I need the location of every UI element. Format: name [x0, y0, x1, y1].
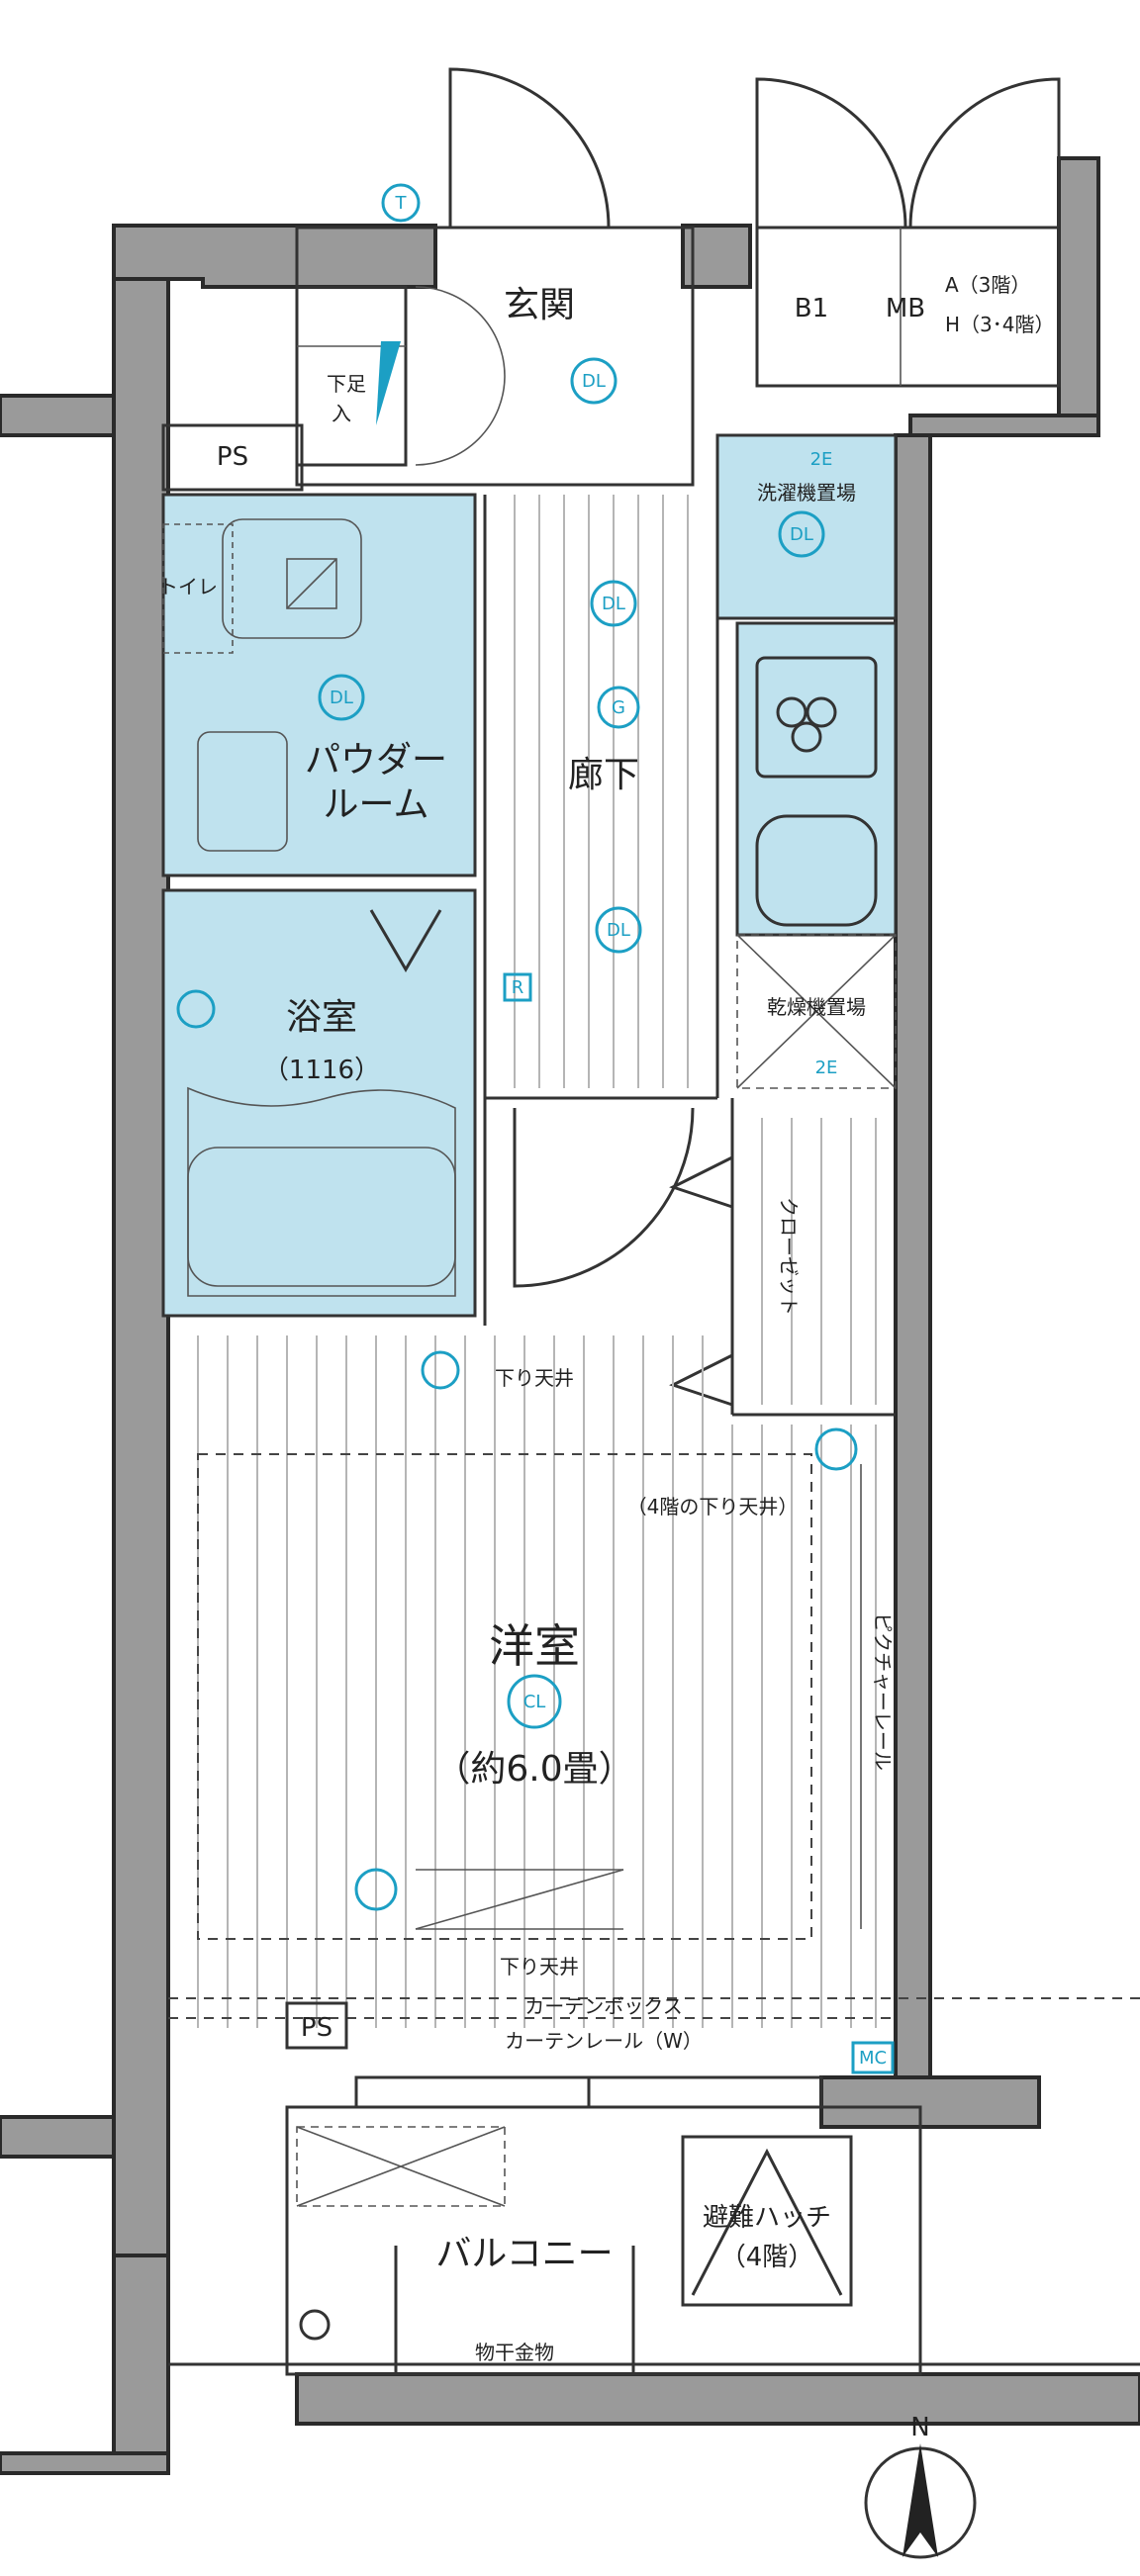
- extension-letter-washer: 2E: [810, 449, 833, 470]
- meter-b1-label: B1: [795, 294, 828, 323]
- entrance-area: [295, 67, 1061, 487]
- bath-label: 浴室: [286, 997, 357, 1038]
- curtain-rail-label: カーテンレール（W）: [505, 2029, 703, 2053]
- meter-mb-label: MB: [886, 294, 925, 323]
- downlight-symbol-entrance: [570, 357, 618, 405]
- downlight-symbol-powder: [318, 674, 365, 721]
- balcony-label: バルコニー: [435, 2234, 613, 2274]
- compass-icon: N: [864, 2413, 977, 2559]
- downlight-letter-washer: DL: [790, 524, 813, 545]
- downlight-letter-corridor-2: DL: [607, 920, 630, 941]
- closet-floor: [761, 1118, 877, 1405]
- equipment-symbols: [176, 183, 895, 2074]
- western-room-label: 洋室: [489, 1619, 580, 1673]
- compass-north-label: N: [910, 2413, 929, 2442]
- ps-bottom-label: PS: [301, 2013, 332, 2043]
- powder-room-label-1: パウダー: [305, 740, 447, 781]
- washer-label: 洗濯機置場: [757, 481, 856, 505]
- shoes-label-1: 下足: [327, 372, 366, 396]
- downlight-symbol-washer: [778, 510, 825, 558]
- corridor-label: 廊下: [568, 755, 639, 795]
- wet-areas: [161, 423, 898, 1318]
- closet-label: クローゼット: [777, 1197, 801, 1316]
- powder-room-label-2: ルーム: [324, 784, 429, 825]
- corridor-walls: [483, 435, 896, 1417]
- genkan-label: 玄関: [504, 285, 575, 325]
- shoes-label-2: 入: [332, 402, 351, 425]
- lower-ceiling-label-2: 下り天井: [500, 1955, 579, 1978]
- toilet-label: トイレ: [158, 575, 218, 598]
- lower-ceiling-4f-label: （4階の下り天井）: [627, 1495, 799, 1518]
- downlight-letter-corridor-1: DL: [602, 594, 625, 614]
- meter-h-label: H（3･4階）: [945, 313, 1055, 336]
- mc-letter: MC: [859, 2048, 887, 2069]
- downlight-symbol-corridor-2: [595, 906, 642, 954]
- telephone-symbol-western: [421, 1350, 460, 1390]
- hatch-label-2: （4階）: [720, 2243, 814, 2272]
- downlight-symbol-corridor-1: [590, 580, 637, 627]
- downlight-letter-entrance: DL: [582, 371, 606, 392]
- corridor-floor: [514, 495, 689, 1088]
- ceiling-light-letter-western: CL: [523, 1692, 546, 1712]
- curtain-box-label: カーテンボックス: [524, 1994, 682, 2018]
- western-room-floor: [197, 1335, 877, 2028]
- outlet-symbol-western: [354, 1868, 398, 1911]
- balcony-area: [168, 2105, 1140, 2376]
- extension-letter-dryer: 2E: [815, 1058, 838, 1078]
- remote-symbol: [503, 972, 532, 1002]
- dryer-label: 乾燥機置場: [767, 995, 866, 1019]
- telephone-letter-entrance: T: [395, 193, 408, 214]
- lower-ceiling-label-1: 下り天井: [495, 1366, 574, 1390]
- outlet-symbol-corner: [814, 1427, 858, 1471]
- structural-walls: [0, 156, 1140, 2475]
- mc-symbol: [851, 2041, 895, 2074]
- clothes-rail-label: 物干金物: [475, 2341, 554, 2364]
- gas-symbol-corridor: [597, 686, 640, 729]
- telephone-symbol-entrance: [381, 183, 421, 223]
- meter-a-label: A（3階）: [945, 273, 1030, 297]
- western-room-size-label: （約6.0畳）: [434, 1749, 633, 1790]
- bath-size-label: （1116）: [263, 1056, 380, 1085]
- gas-letter-corridor: G: [612, 697, 625, 718]
- remote-letter: R: [512, 977, 524, 998]
- downlight-letter-powder: DL: [330, 688, 353, 708]
- outlet-symbol-bath: [176, 989, 216, 1029]
- hatch-label-1: 避難ハッチ: [703, 2203, 831, 2233]
- picture-rail-label: ピクチャーレール: [871, 1612, 895, 1771]
- ceiling-light-symbol-western: [507, 1674, 562, 1729]
- ps-top-label: PS: [217, 442, 248, 472]
